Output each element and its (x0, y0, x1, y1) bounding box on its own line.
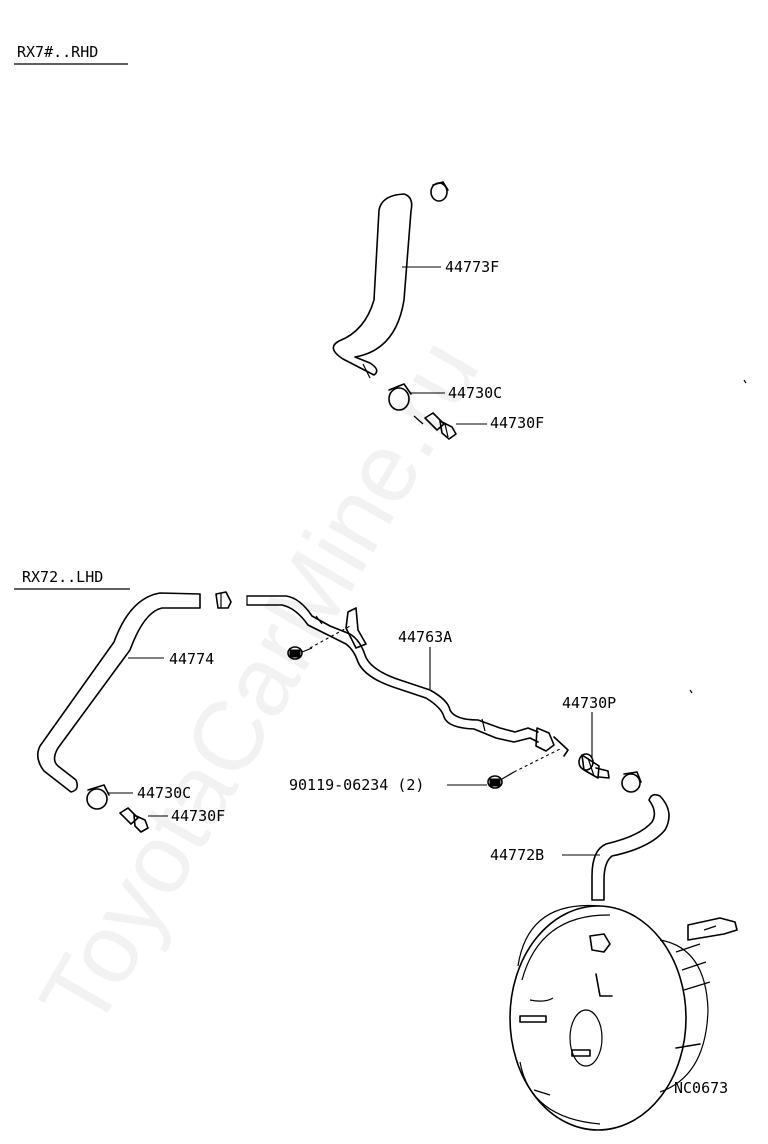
label-44763A: 44763A (398, 628, 452, 646)
hose-44774[interactable] (36, 592, 201, 793)
bolt-90119-upper[interactable] (287, 646, 313, 660)
section-title-rhd: RX7#..RHD (17, 43, 98, 61)
union-guide-top (413, 415, 424, 425)
label-44730P: 44730P (562, 694, 616, 712)
watermark: ToyotaCarMine.ru (18, 321, 500, 1046)
clamp-44730C-booster[interactable] (621, 771, 642, 793)
pipe-44763A[interactable] (246, 595, 569, 757)
diagram-code: NC0673 (674, 1079, 728, 1097)
stray-mark-1 (743, 379, 747, 384)
label-44730F-top: 44730F (490, 414, 544, 432)
label-44730C-top: 44730C (448, 384, 502, 402)
bolt-guide-lower (513, 747, 563, 773)
bolt-guide-upper (309, 624, 353, 649)
clip-hose-44774-end[interactable] (215, 591, 232, 609)
label-44774: 44774 (169, 650, 214, 668)
label-44773F: 44773F (445, 258, 499, 276)
clamp-44730C-top[interactable] (388, 383, 412, 411)
label-90119: 90119-06234 (2) (289, 776, 424, 794)
hose-44773F[interactable] (332, 193, 413, 379)
brake-booster (509, 904, 738, 1131)
section-title-lhd: RX72..LHD (22, 568, 103, 586)
clamp-44730C-top-upper[interactable] (430, 181, 449, 202)
hose-44772B[interactable] (591, 793, 670, 901)
label-44730C-bottom: 44730C (137, 784, 191, 802)
label-44730F-bottom: 44730F (171, 807, 225, 825)
clamp-44730C-bottom[interactable] (86, 784, 110, 810)
union-44730F-top[interactable] (424, 412, 457, 440)
check-valve-44730P[interactable] (578, 753, 610, 779)
stray-mark-2 (689, 689, 693, 694)
bolt-90119-lower[interactable] (487, 771, 515, 789)
label-44772B: 44772B (490, 846, 544, 864)
union-44730F-bottom[interactable] (119, 807, 149, 833)
